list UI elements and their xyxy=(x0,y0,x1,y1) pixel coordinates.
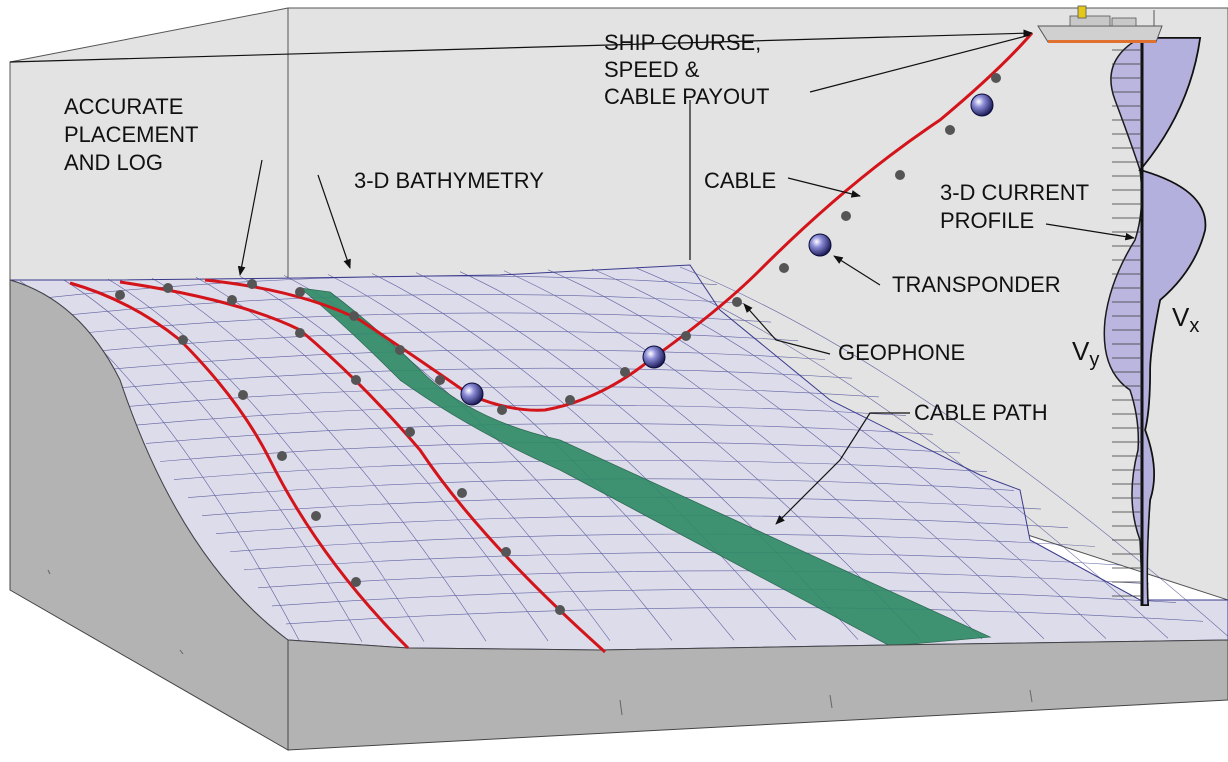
mesh-line xyxy=(131,404,907,426)
mesh-line xyxy=(459,271,921,640)
mesh-line xyxy=(63,279,363,642)
current-vectors xyxy=(1112,49,1142,597)
geophone-dot xyxy=(895,170,905,180)
mesh-line xyxy=(145,423,934,444)
mesh-line xyxy=(33,275,718,300)
geophone-dot xyxy=(732,297,742,307)
label-current-profile-line1: 3-D CURRENT xyxy=(940,180,1089,205)
mesh-line xyxy=(47,294,745,318)
mesh-line xyxy=(195,277,549,642)
mesh-line xyxy=(151,277,487,642)
geophone-dot xyxy=(779,263,789,273)
geophone-dot xyxy=(681,331,691,341)
sphere-icon xyxy=(642,345,666,369)
mesh-line xyxy=(75,331,799,354)
label-current-profile-line2: PROFILE xyxy=(940,208,1034,233)
geophone-dot xyxy=(227,295,237,305)
leader-lines xyxy=(9,29,1135,525)
geophone-dot xyxy=(501,547,511,557)
label-transponder: TRANSPONDER xyxy=(892,272,1061,297)
label-cable-path: CABLE PATH xyxy=(914,400,1048,425)
box-front xyxy=(9,279,1228,751)
geophone-dot xyxy=(620,367,630,377)
geophone-dot xyxy=(405,427,415,437)
transponders xyxy=(460,93,994,406)
seabed-cable-1 xyxy=(69,281,410,650)
ship-icon xyxy=(1037,5,1163,43)
geophones xyxy=(115,73,1001,615)
current-profile xyxy=(1103,37,1207,606)
geophone-dot xyxy=(351,375,361,385)
geophone-dot xyxy=(565,395,575,405)
mesh-line xyxy=(503,270,983,640)
mesh-line xyxy=(257,570,1150,589)
geophone-dot xyxy=(277,451,287,461)
geophone-dot xyxy=(178,335,188,345)
sphere-icon xyxy=(808,233,832,257)
geophone-dot xyxy=(555,605,565,615)
geophone-dot xyxy=(395,345,405,355)
label-vx: Vx xyxy=(1172,302,1199,337)
mesh-line xyxy=(635,267,1169,639)
geophone-dot xyxy=(238,390,248,400)
mesh-line xyxy=(117,386,880,408)
geophone-dot xyxy=(497,405,507,415)
mesh-line xyxy=(239,276,611,641)
mesh-line xyxy=(327,274,735,641)
label-cable: CABLE xyxy=(704,168,776,193)
bathymetry-mesh xyxy=(19,266,1228,643)
geophone-dot xyxy=(457,488,467,498)
label-geophone: GEOPHONE xyxy=(838,340,965,365)
bathymetry-surface xyxy=(9,264,1228,651)
labels: SHIP COURSE, SPEED & CABLE PAYOUT ACCURA… xyxy=(64,30,1199,425)
sphere-icon xyxy=(460,382,484,406)
label-ship-course-line2: SPEED & xyxy=(604,57,700,82)
geophone-dot xyxy=(945,125,955,135)
front-left-face xyxy=(9,279,289,751)
mesh-line xyxy=(547,269,1045,640)
mesh-line xyxy=(285,607,1204,625)
geophone-dot xyxy=(247,279,257,289)
label-vy: Vy xyxy=(1072,336,1099,371)
box-back xyxy=(9,7,1228,601)
mesh-line xyxy=(215,515,1069,534)
mesh-line xyxy=(243,552,1123,571)
label-ship-course-line3: CABLE PAYOUT xyxy=(604,84,769,109)
geophone-dot xyxy=(351,577,361,587)
geophone-dot xyxy=(115,290,125,300)
mesh-line xyxy=(271,588,1177,607)
geophone-dot xyxy=(311,511,321,521)
mesh-line xyxy=(371,273,797,641)
mesh-line xyxy=(103,367,853,390)
label-accurate-line2: PLACEMENT xyxy=(64,122,198,147)
label-ship-course-line1: SHIP COURSE, xyxy=(604,30,761,55)
label-accurate-line1: ACCURATE xyxy=(64,94,183,119)
front-bottom-face xyxy=(287,639,1228,751)
geophone-dot xyxy=(991,73,1001,83)
geophone-dot xyxy=(295,328,305,338)
geophone-dot xyxy=(163,283,173,293)
mesh-line xyxy=(229,533,1096,553)
geophone-dot xyxy=(349,311,359,321)
mesh-line xyxy=(89,349,826,372)
label-accurate-line3: AND LOG xyxy=(64,150,163,175)
sphere-icon xyxy=(970,93,994,117)
geophone-dot xyxy=(295,287,305,297)
geophone-dot xyxy=(841,211,851,221)
label-bathymetry: 3-D BATHYMETRY xyxy=(354,168,544,193)
geophone-dot xyxy=(435,375,445,385)
